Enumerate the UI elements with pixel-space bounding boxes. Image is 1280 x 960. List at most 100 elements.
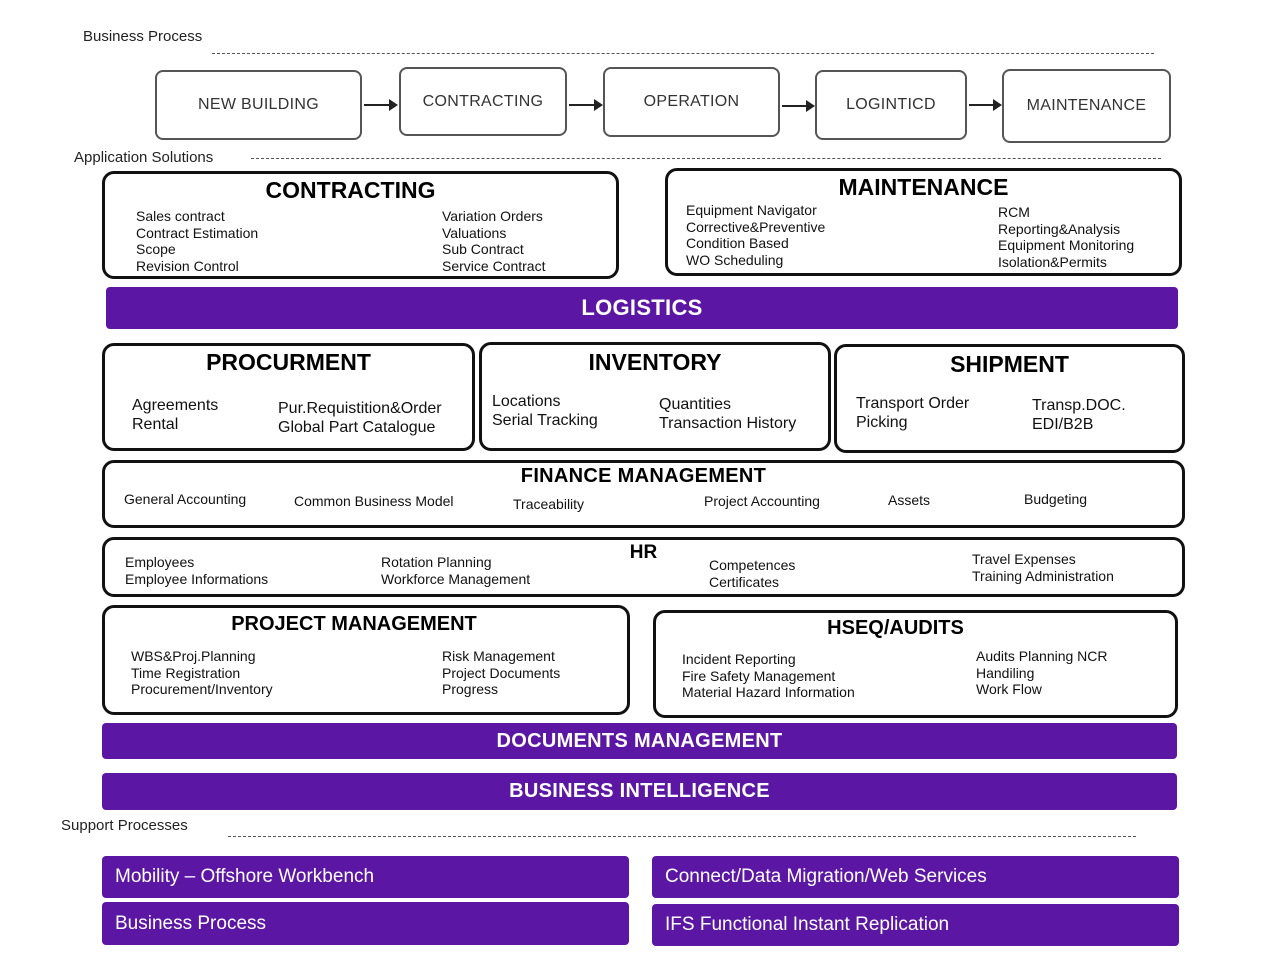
- inventory-card: INVENTORY Locations Serial Tracking Quan…: [479, 342, 831, 451]
- list-item: Revision Control: [136, 257, 239, 274]
- finance-card: FINANCE MANAGEMENT General Accounting Co…: [102, 460, 1185, 528]
- finance-item: Project Accounting: [704, 493, 820, 509]
- support-mobility[interactable]: Mobility – Offshore Workbench: [102, 856, 629, 898]
- contracting-title: CONTRACTING: [265, 177, 436, 203]
- process-step-maintenance[interactable]: MAINTENANCE: [1002, 69, 1171, 143]
- list-item: Project Documents: [442, 664, 561, 681]
- list-item: Training Administration: [972, 567, 1114, 584]
- list-item: Pur.Requistition&Order: [278, 400, 442, 417]
- list-item: Competences: [709, 557, 796, 573]
- list-item: Reporting&Analysis: [998, 220, 1121, 237]
- hseq-col1: Incident Reporting Fire Safety Managemen…: [682, 651, 855, 701]
- list-item: Scope: [136, 241, 176, 257]
- project-management-title: PROJECT MANAGEMENT: [231, 613, 477, 635]
- list-item: Employee Informations: [125, 570, 269, 587]
- hr-col1: Employees Employee Informations: [125, 554, 268, 587]
- support-connect[interactable]: Connect/Data Migration/Web Services: [652, 856, 1179, 898]
- list-item: Sales contract: [136, 208, 225, 224]
- shipment-card: SHIPMENT Transport Order Picking Transp.…: [834, 344, 1185, 453]
- list-item: Global Part Catalogue: [278, 419, 436, 436]
- list-item: Isolation&Permits: [998, 253, 1107, 270]
- list-item: Workforce Management: [381, 570, 531, 587]
- list-item: Risk Management: [442, 648, 555, 664]
- list-item: Serial Tracking: [492, 412, 598, 429]
- hr-col3: Competences Certificates: [709, 557, 795, 590]
- list-item: Picking: [856, 414, 908, 431]
- shipment-title: SHIPMENT: [950, 351, 1069, 377]
- project-management-col2: Risk Management Project Documents Progre…: [442, 648, 560, 698]
- list-item: Transport Order: [856, 395, 970, 412]
- list-item: Handiling: [976, 664, 1035, 681]
- list-item: Travel Expenses: [972, 551, 1076, 567]
- process-step-logistics[interactable]: LOGINTICD: [815, 70, 967, 140]
- arrow-icon: [364, 99, 398, 111]
- hr-col4: Travel Expenses Training Administration: [972, 551, 1114, 584]
- list-item: Transp.DOC.: [1032, 397, 1126, 414]
- list-item: Fire Safety Management: [682, 667, 836, 684]
- maintenance-card: MAINTENANCE Equipment Navigator Correcti…: [665, 168, 1182, 276]
- finance-item: Assets: [888, 492, 931, 508]
- project-management-col1: WBS&Proj.Planning Time Registration Proc…: [131, 648, 273, 698]
- business-process-label: Business Process: [83, 28, 203, 45]
- list-item: Audits Planning NCR: [976, 648, 1108, 664]
- finance-item: Traceability: [513, 496, 585, 512]
- inventory-col1: Locations Serial Tracking: [492, 392, 598, 430]
- support-ifs-replication[interactable]: IFS Functional Instant Replication: [652, 904, 1179, 946]
- inventory-col2: Quantities Transaction History: [659, 395, 796, 433]
- list-item: Contract Estimation: [136, 224, 259, 241]
- hr-col2: Rotation Planning Workforce Management: [381, 554, 530, 587]
- arrow-icon: [969, 99, 1002, 111]
- business-intelligence-band[interactable]: BUSINESS INTELLIGENCE: [102, 773, 1177, 810]
- list-item: Sub Contract: [442, 241, 524, 257]
- list-item: Locations: [492, 393, 561, 410]
- documents-management-band[interactable]: DOCUMENTS MANAGEMENT: [102, 723, 1177, 759]
- list-item: Certificates: [709, 573, 780, 590]
- list-item: Valuations: [442, 224, 507, 241]
- hseq-title: HSEQ/AUDITS: [827, 617, 964, 639]
- maintenance-title: MAINTENANCE: [838, 174, 1009, 200]
- inventory-title: INVENTORY: [588, 349, 722, 375]
- list-item: Progress: [442, 681, 499, 697]
- list-item: Time Registration: [131, 664, 241, 681]
- hseq-col2: Audits Planning NCR Handiling Work Flow: [976, 648, 1108, 698]
- support-processes-label: Support Processes: [61, 817, 188, 834]
- list-item: Rotation Planning: [381, 554, 492, 570]
- shipment-col1: Transport Order Picking: [856, 394, 969, 432]
- list-item: Equipment Navigator: [686, 202, 817, 218]
- support-business-process[interactable]: Business Process: [102, 902, 629, 945]
- support-processes-divider: [228, 836, 1136, 837]
- list-item: Procurement/Inventory: [131, 681, 273, 697]
- list-item: Incident Reporting: [682, 651, 796, 667]
- arrow-icon: [782, 100, 815, 112]
- business-process-divider: [212, 53, 1154, 54]
- procurment-col1: Agreements Rental: [132, 396, 218, 434]
- arrow-icon: [569, 99, 603, 111]
- process-step-new-building[interactable]: NEW BUILDING: [155, 70, 362, 140]
- list-item: Equipment Monitoring: [998, 237, 1135, 253]
- list-item: Corrective&Preventive: [686, 218, 826, 235]
- project-management-card: PROJECT MANAGEMENT WBS&Proj.Planning Tim…: [102, 605, 630, 715]
- list-item: Service Contract: [442, 257, 546, 274]
- procurment-card: PROCURMENT Agreements Rental Pur.Requist…: [102, 343, 475, 451]
- contracting-col1: Sales contract Contract Estimation Scope…: [136, 208, 258, 274]
- process-step-operation[interactable]: OPERATION: [603, 67, 780, 137]
- finance-title: FINANCE MANAGEMENT: [520, 465, 767, 487]
- process-step-contracting[interactable]: CONTRACTING: [399, 67, 567, 136]
- list-item: Rental: [132, 416, 179, 433]
- finance-item: Budgeting: [1024, 491, 1088, 507]
- list-item: Transaction History: [659, 415, 797, 432]
- list-item: WBS&Proj.Planning: [131, 648, 256, 664]
- hseq-card: HSEQ/AUDITS Incident Reporting Fire Safe…: [653, 610, 1178, 718]
- contracting-card: CONTRACTING Sales contract Contract Esti…: [102, 171, 619, 279]
- hr-title: HR: [629, 542, 658, 563]
- list-item: Agreements: [132, 397, 219, 414]
- finance-item: General Accounting: [124, 491, 247, 507]
- list-item: WO Scheduling: [686, 251, 784, 268]
- application-solutions-label: Application Solutions: [74, 149, 214, 166]
- list-item: Quantities: [659, 396, 732, 413]
- list-item: Condition Based: [686, 235, 789, 251]
- procurment-title: PROCURMENT: [206, 349, 371, 375]
- maintenance-col2: RCM Reporting&Analysis Equipment Monitor…: [998, 204, 1134, 270]
- logistics-band[interactable]: LOGISTICS: [106, 287, 1178, 329]
- list-item: Variation Orders: [442, 208, 543, 224]
